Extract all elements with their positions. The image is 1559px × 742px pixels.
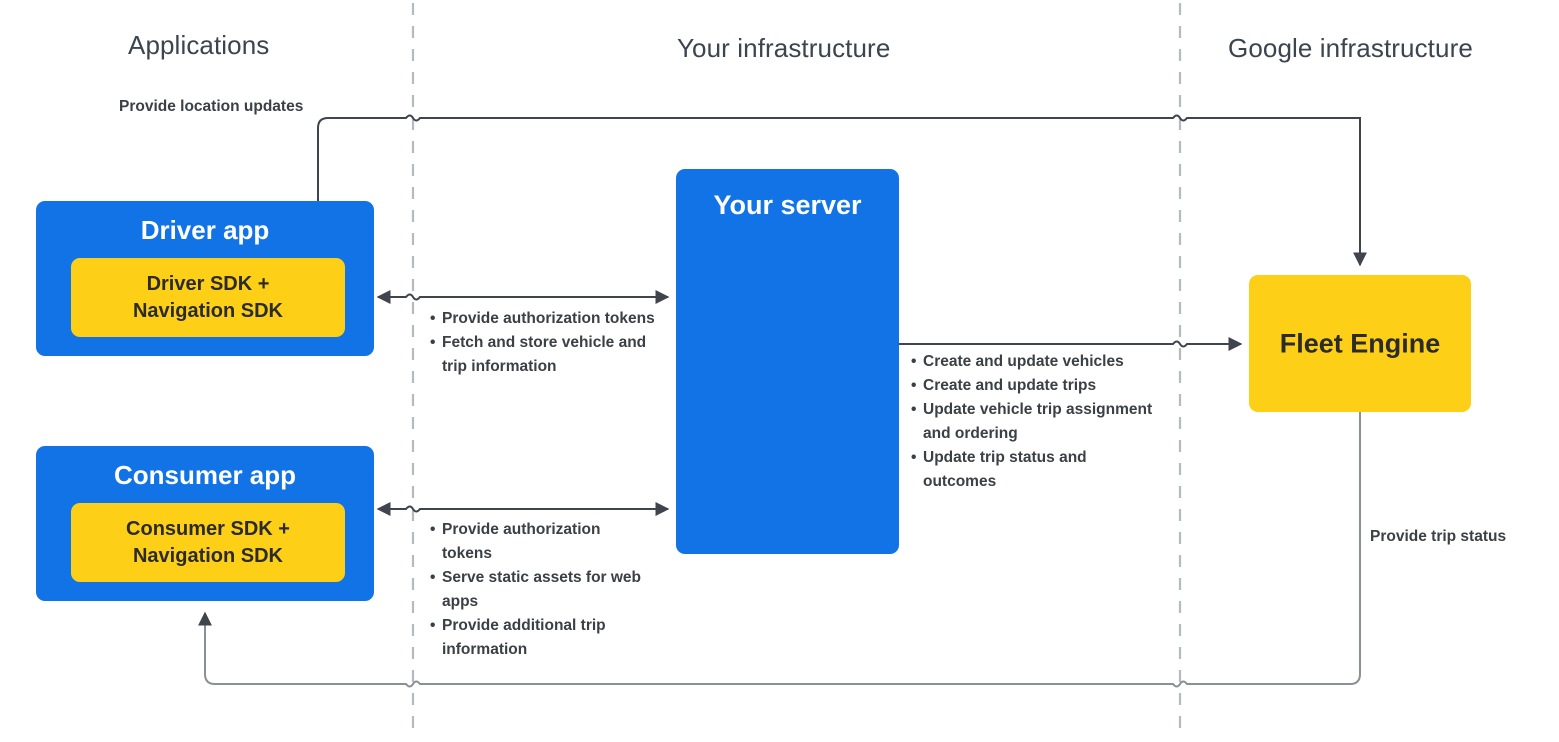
consumer-sdk-line2: Navigation SDK [132,544,284,567]
driver-sdk-line1: Driver SDK + [146,272,270,295]
annotation-provide-location-updates: Provide location updates [119,98,304,115]
driver-app-title: Driver app [140,215,270,245]
zone-header-google-infrastructure: Google infrastructure [1228,33,1473,63]
wire-consumer-server [376,502,670,516]
bullet-item: Serve static assets for web apps [430,566,645,614]
bullet-item: Provide authorization tokens [430,518,645,566]
node-driver-sdk[interactable]: Driver SDK + Navigation SDK [71,258,345,337]
bullet-list: Provide authorization tokensFetch and st… [430,307,655,379]
bullet-item: Update trip status and outcomes [911,446,1161,494]
wire-driver-server [376,290,670,304]
zone-header-your-infrastructure: Your infrastructure [677,33,891,63]
bullet-item: Fetch and store vehicle and trip informa… [430,331,655,379]
bullet-item: Provide authorization tokens [430,307,655,331]
bullet-item: Create and update vehicles [911,350,1161,374]
bullet-list: Provide authorization tokensServe static… [430,518,645,662]
bullets-server-to-fleet-engine: Create and update vehiclesCreate and upd… [911,350,1161,494]
zone-header-applications: Applications [128,30,270,60]
bullet-item: Create and update trips [911,374,1161,398]
your-server-title: Your server [713,190,862,220]
bullets-driver-to-server: Provide authorization tokensFetch and st… [430,307,655,379]
consumer-sdk-label: Consumer SDK + Navigation SDK [71,516,345,570]
bullet-item: Update vehicle trip assignment and order… [911,398,1161,446]
consumer-app-title: Consumer app [113,460,297,490]
bullet-list: Create and update vehiclesCreate and upd… [911,350,1161,494]
node-consumer-sdk[interactable]: Consumer SDK + Navigation SDK [71,503,345,582]
annotation-provide-trip-status: Provide trip status [1370,528,1507,545]
node-your-server[interactable]: Your server [676,169,899,554]
driver-sdk-label: Driver SDK + Navigation SDK [71,271,345,325]
bullet-item: Provide additional trip information [430,614,645,662]
driver-sdk-line2: Navigation SDK [132,299,284,322]
bullets-consumer-to-server: Provide authorization tokensServe static… [430,518,645,662]
wire-server-fleetengine [899,337,1243,351]
node-fleet-engine[interactable]: Fleet Engine [1249,275,1471,412]
fleet-engine-title: Fleet Engine [1279,328,1441,358]
consumer-sdk-line1: Consumer SDK + [126,517,290,540]
